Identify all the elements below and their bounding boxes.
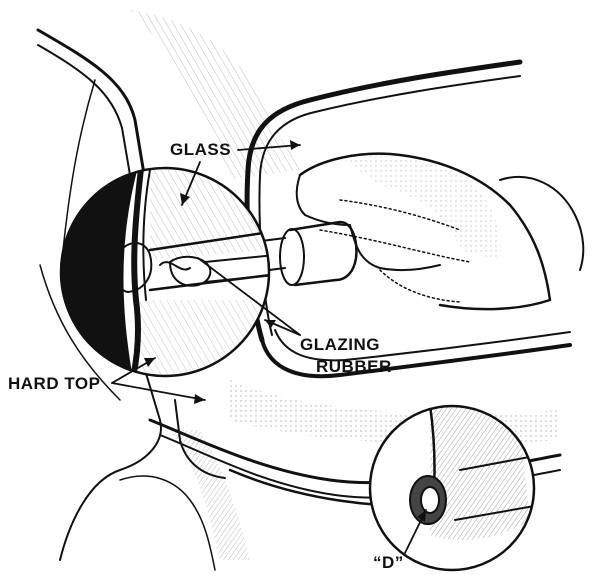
leader-lines bbox=[111, 140, 427, 554]
hand bbox=[295, 152, 585, 311]
inset-circle-large bbox=[59, 166, 271, 378]
inset-circle-small bbox=[368, 404, 536, 572]
label-hard-top: HARD TOP bbox=[8, 374, 100, 393]
label-glass: GLASS bbox=[170, 140, 231, 159]
label-d: “D” bbox=[373, 553, 404, 572]
label-glazing: GLAZING bbox=[300, 335, 380, 354]
label-rubber: RUBBER bbox=[316, 357, 392, 376]
hardtop-left-edge bbox=[36, 28, 226, 571]
